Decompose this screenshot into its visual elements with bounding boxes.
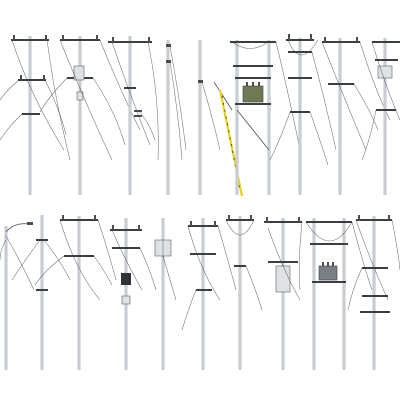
pole-crossarms-4	[361, 38, 400, 195]
pole-tall-insulators	[269, 34, 337, 195]
pole-crossarms-1	[0, 35, 71, 195]
pole-crossarms-6	[347, 215, 400, 370]
pole-plain-1	[166, 40, 187, 195]
pole-h-frame-transformer-2	[305, 218, 373, 370]
pole-crossarms-2	[39, 35, 141, 195]
pole-crossarms-3	[321, 37, 391, 195]
pole-tee-arm	[225, 215, 263, 370]
pole-single-arm-1	[108, 36, 159, 195]
pole-crossarm-wires	[34, 215, 117, 370]
top-row	[0, 34, 400, 197]
pole-cabinet	[264, 217, 303, 370]
pole-short-arms	[11, 215, 71, 370]
pole-meter-box	[154, 218, 177, 370]
pole-crossarms-5	[181, 218, 237, 370]
pole-lamp-arm	[0, 222, 35, 370]
pole-h-frame-transformer	[230, 40, 301, 195]
pole-transformer-box	[110, 218, 157, 370]
bottom-row	[0, 215, 400, 370]
